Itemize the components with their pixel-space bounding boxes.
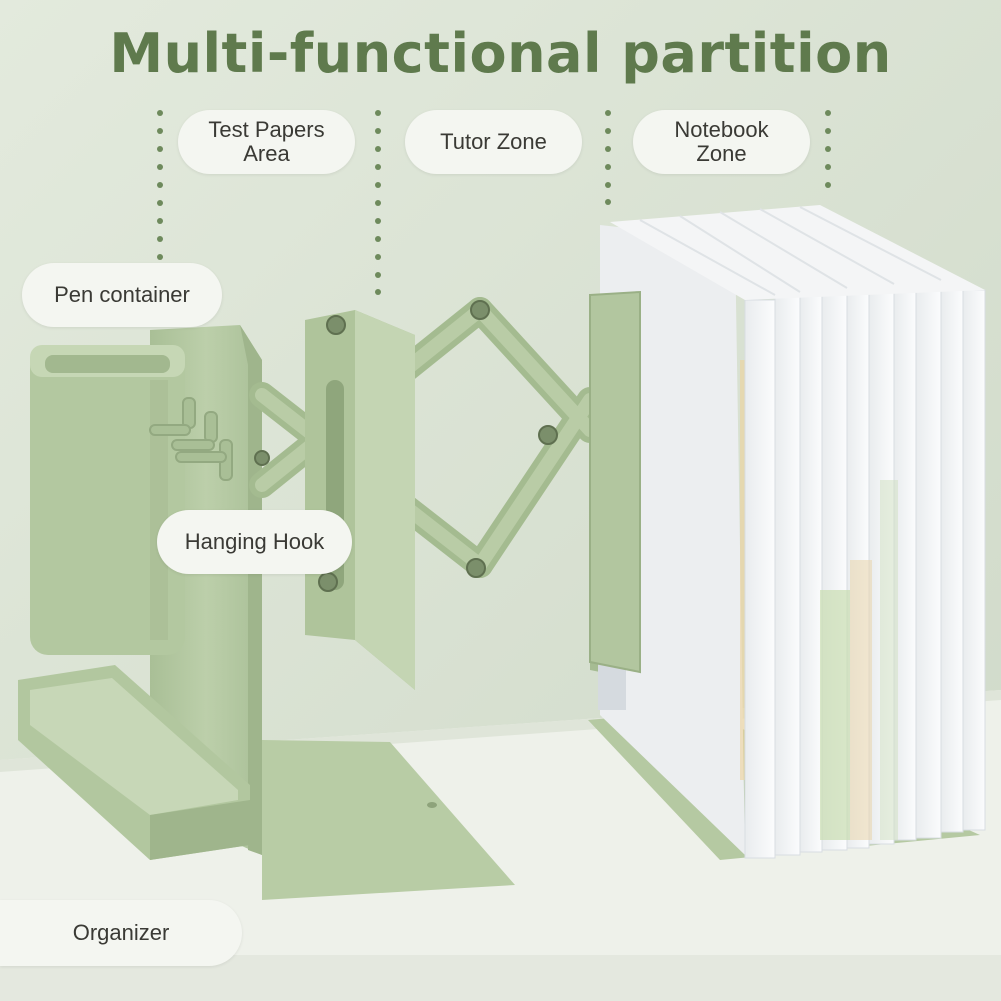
zone-label-tutor: Tutor Zone xyxy=(405,110,582,174)
pen-container-body xyxy=(30,345,185,655)
divider-dots xyxy=(375,110,381,295)
divider-dots xyxy=(605,110,611,205)
zone-label-notebook: Notebook Zone xyxy=(633,110,810,174)
callout-organizer: Organizer xyxy=(0,900,242,966)
callout-hanging-hook: Hanging Hook xyxy=(157,510,352,574)
base-hole xyxy=(427,802,437,808)
rivets xyxy=(254,300,558,592)
divider-dots xyxy=(157,110,163,260)
headline: Multi-functional partition xyxy=(109,22,892,85)
left-base-plate xyxy=(262,740,515,900)
middle-panel-face xyxy=(355,310,415,690)
zone-label-test-papers: Test Papers Area xyxy=(178,110,355,174)
callout-pen-container: Pen container xyxy=(22,263,222,327)
books xyxy=(598,205,986,859)
divider-dots xyxy=(825,110,831,188)
hooks xyxy=(149,397,233,481)
